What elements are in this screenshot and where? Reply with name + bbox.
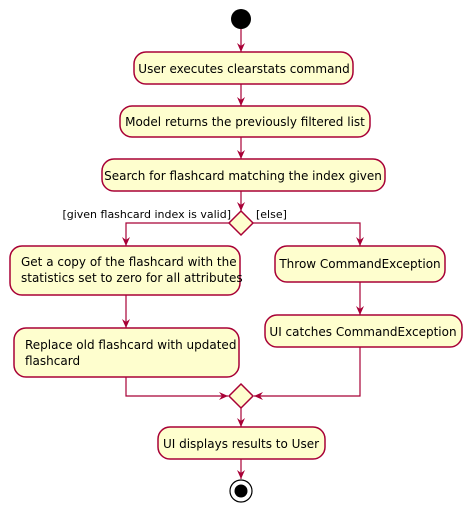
- action-throw-box: [274, 245, 446, 283]
- edge-branch-to-get-copy: [122, 222, 229, 246]
- action-model-returns-label: Model returns the previously filtered li…: [125, 115, 365, 129]
- action-replace-box: [13, 327, 240, 378]
- edge-replace-to-merge: [125, 377, 228, 400]
- action-ui-catches-label: UI catches CommandException: [269, 325, 456, 339]
- action-clearstats-box: [133, 51, 354, 85]
- action-ui-catches-box: [264, 314, 463, 348]
- end-node-dot: [234, 484, 248, 498]
- action-ui-displays-label: UI displays results to User: [163, 437, 319, 451]
- action-get-copy-label-line-1: Get a copy of the flashcard with the: [21, 255, 237, 269]
- guard-valid-label: [given flashcard index is valid]: [62, 208, 231, 221]
- edge-ui-catches-to-merge: [254, 347, 361, 400]
- action-clearstats-label: User executes clearstats command: [138, 62, 349, 76]
- start-node: [231, 9, 251, 29]
- action-model-returns-box: [119, 105, 371, 138]
- action-throw-label: Throw CommandException: [278, 257, 440, 271]
- guard-else-label: [else]: [256, 208, 287, 221]
- action-search-label: Search for flashcard matching the index …: [104, 169, 382, 183]
- action-get-copy-label-line-2: statistics set to zero for all attribute…: [21, 271, 243, 285]
- decision-diamond: [227, 209, 255, 237]
- action-replace-label-line-1: Replace old flashcard with updated: [25, 338, 236, 352]
- action-get-copy-box: [9, 245, 241, 296]
- edge-branch-to-throw: [253, 222, 364, 246]
- merge-diamond: [227, 382, 255, 410]
- action-replace-label-line-2: flashcard: [25, 354, 80, 368]
- action-ui-displays-box: [157, 426, 326, 460]
- action-search-box: [101, 158, 386, 192]
